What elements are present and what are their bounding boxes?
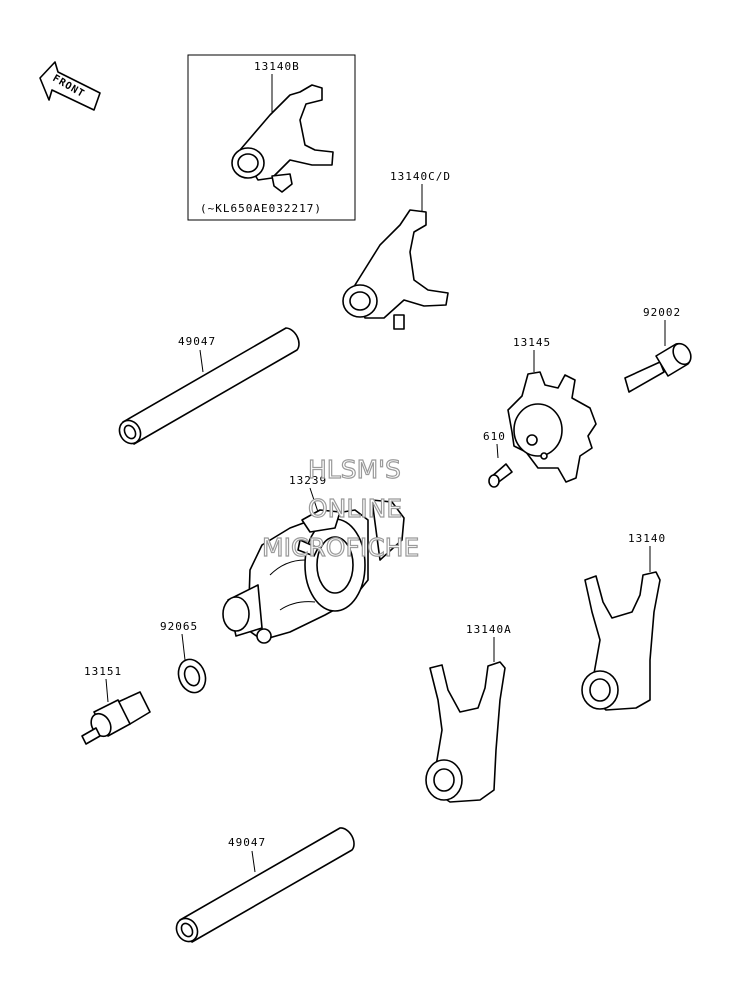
label-13151: 13151 — [84, 665, 122, 678]
label-13140b: 13140B — [254, 60, 300, 73]
washer-92065 — [177, 658, 207, 694]
shift-rod-49047-bottom — [175, 827, 355, 943]
pin-610 — [488, 463, 513, 488]
label-13145: 13145 — [513, 336, 551, 349]
label-92065: 92065 — [160, 620, 198, 633]
cam-plate-13145 — [507, 371, 597, 483]
watermark-line3: MICROFICHE — [262, 533, 419, 562]
shift-fork-13140cd — [342, 209, 449, 330]
watermark-line2: ONLINE — [308, 494, 402, 523]
bolt-92002 — [624, 342, 692, 393]
shift-fork-13140b — [231, 84, 334, 193]
shift-fork-13140a — [425, 661, 506, 803]
label-13140cd: 13140C/D — [390, 170, 451, 183]
label-13140a: 13140A — [466, 623, 512, 636]
shift-drum-13239 — [222, 499, 405, 644]
shift-rod-49047-top — [118, 327, 300, 445]
label-13140: 13140 — [628, 532, 666, 545]
label-13239: 13239 — [289, 474, 327, 487]
label-610: 610 — [483, 430, 506, 443]
neutral-switch-13151 — [81, 691, 151, 745]
label-92002: 92002 — [643, 306, 681, 319]
label-49047-bottom: 49047 — [228, 836, 266, 849]
front-arrow: FRONT — [39, 61, 101, 111]
shift-fork-13140 — [581, 571, 661, 711]
inset-box — [187, 54, 356, 221]
label-49047-top: 49047 — [178, 335, 216, 348]
watermark-line1: HLSM'S — [308, 455, 401, 484]
label-serial-note: (~KL650AE032217) — [200, 202, 322, 215]
watermark: HLSM'S ONLINE MICROFICHE — [261, 454, 419, 562]
